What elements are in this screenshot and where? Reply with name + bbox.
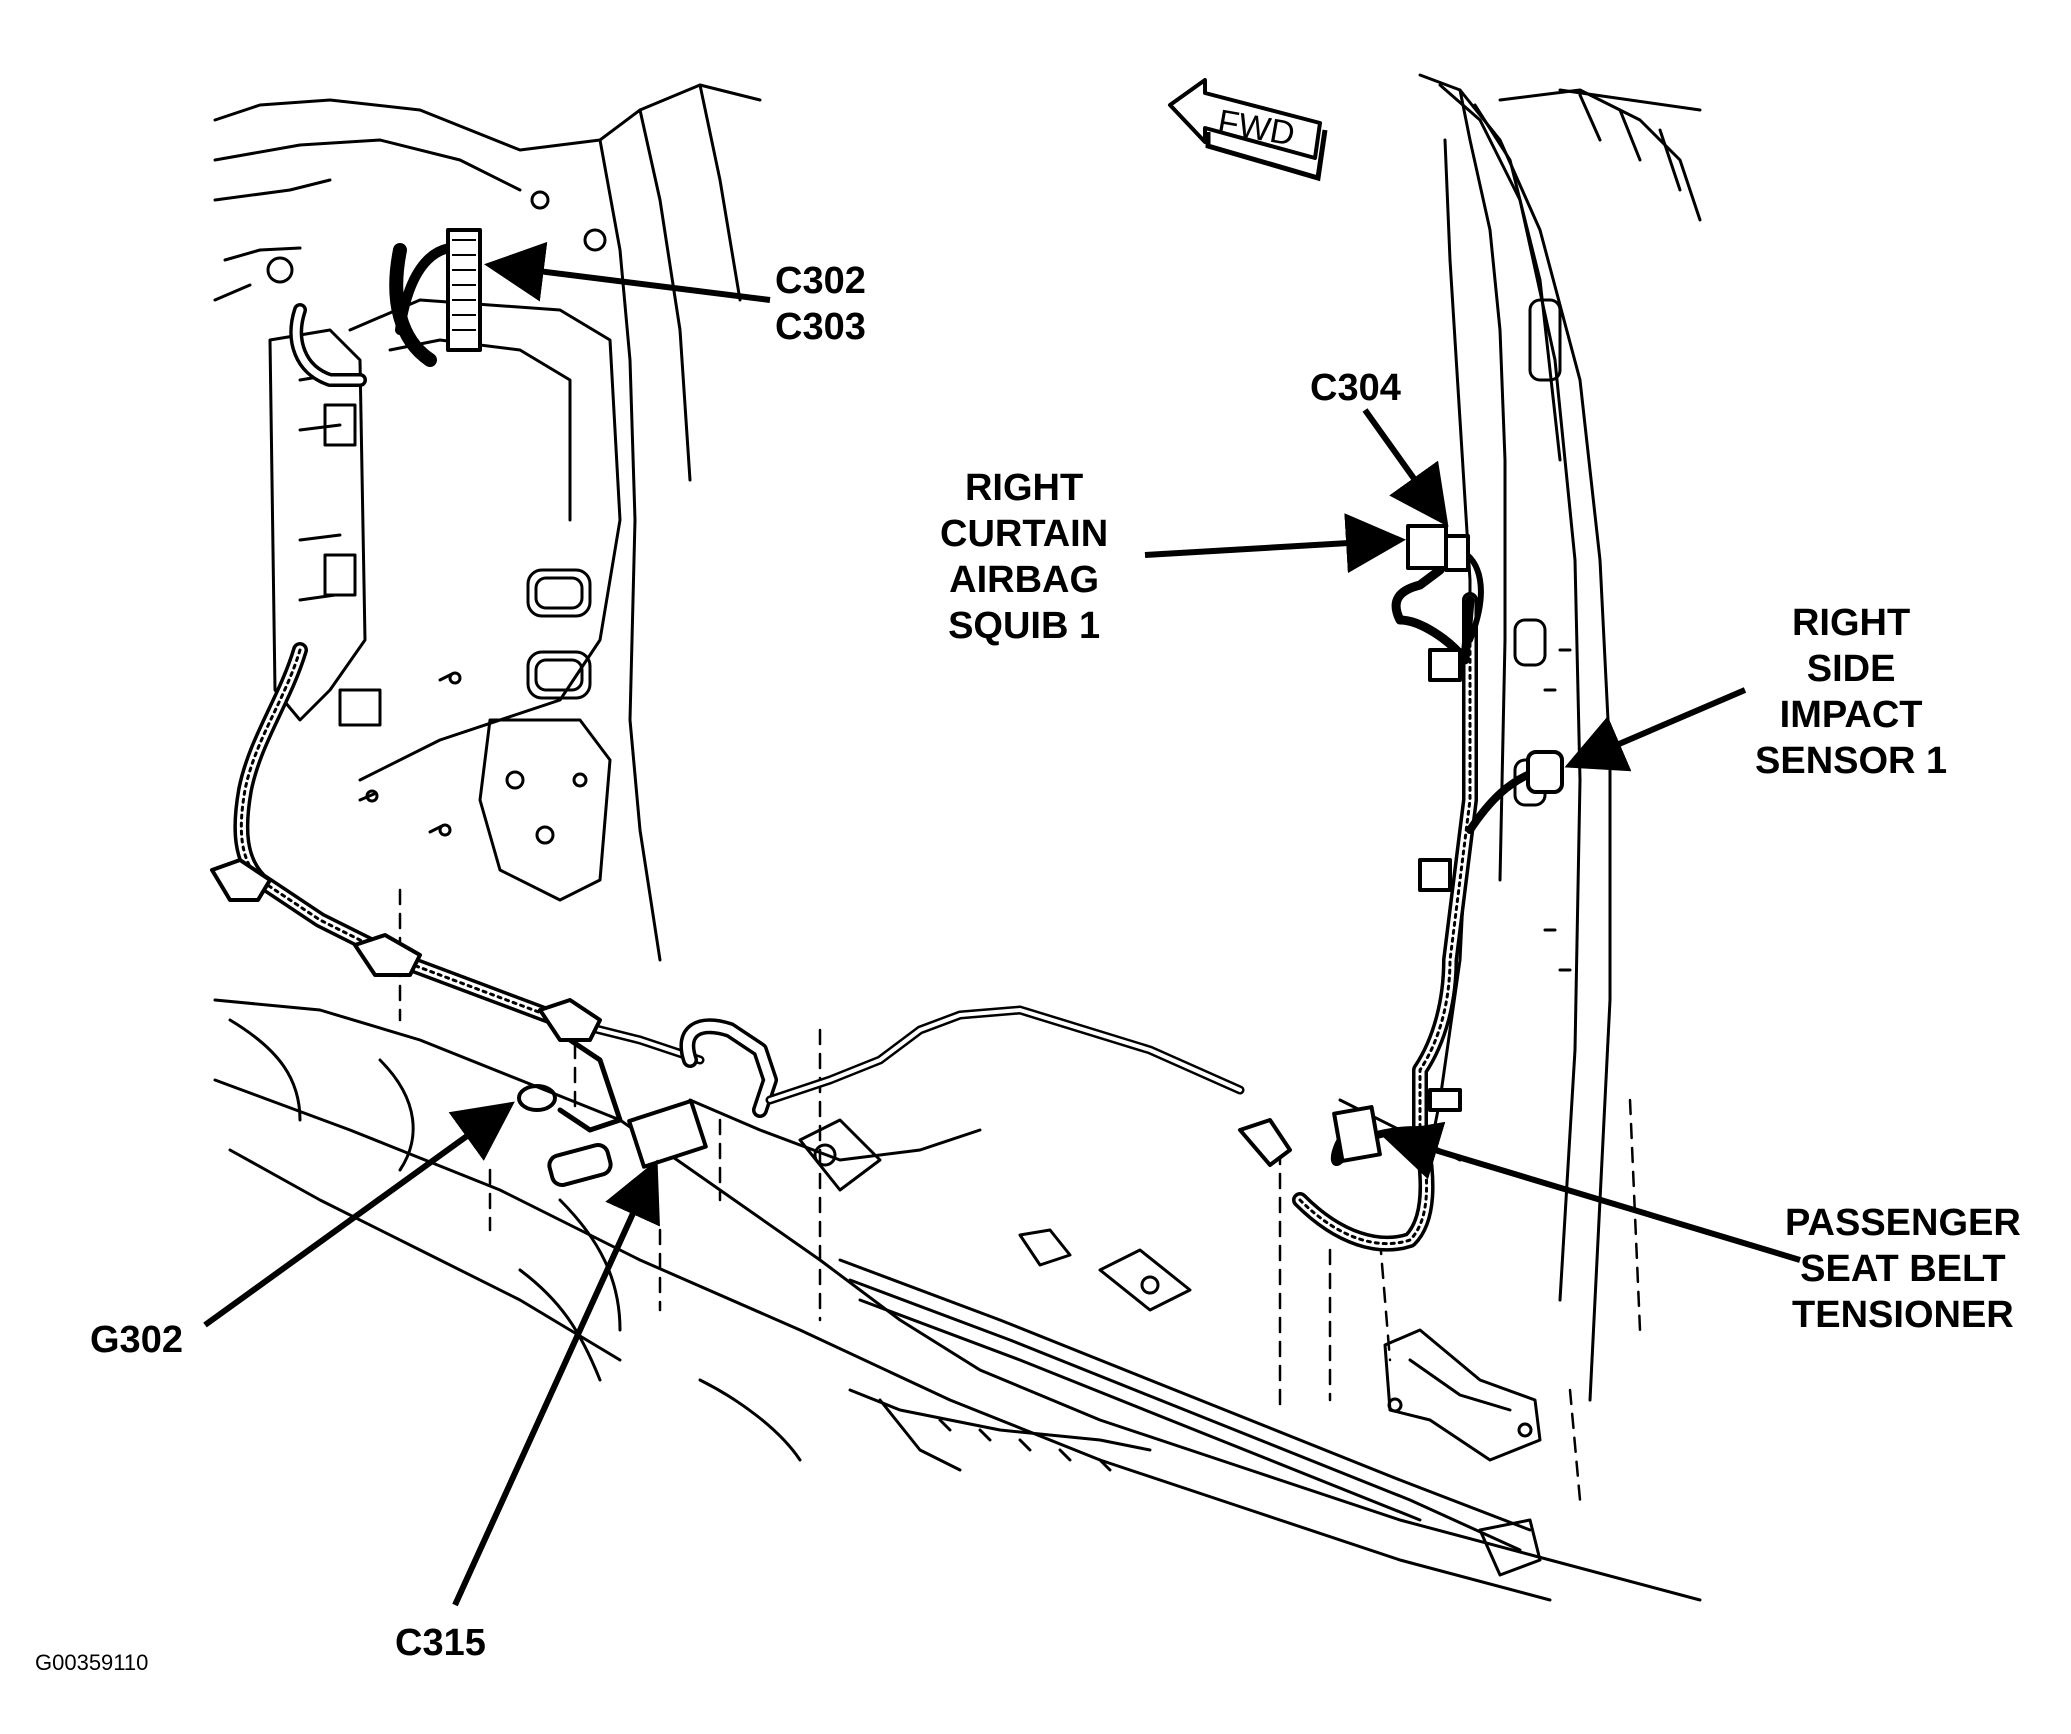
harness-clip [353, 933, 422, 977]
arrow-curtain-airbag [1144, 513, 1406, 574]
label-c304: C304 [1310, 367, 1401, 409]
arrow-g302 [203, 1101, 515, 1328]
harness-clip [210, 858, 272, 902]
harness-clip [1428, 1088, 1462, 1112]
arrow-c315 [452, 1159, 660, 1607]
harness-clip [538, 998, 602, 1042]
seat-belt-tensioner-connector [1332, 1105, 1382, 1163]
vehicle-body-structure [213, 73, 1702, 1602]
arrow-side-impact [1564, 687, 1747, 772]
fwd-label: FWD [1215, 103, 1298, 154]
fwd-direction-arrow: FWD [1168, 78, 1328, 182]
arrow-c304 [1362, 408, 1449, 527]
arrow-seat-belt [1379, 1121, 1801, 1263]
label-passenger-seat-belt-tensioner: PASSENGER SEAT BELT TENSIONER [1785, 1202, 2021, 1336]
label-c303: C303 [775, 306, 866, 348]
label-right-curtain-airbag-squib-1: RIGHT CURTAIN AIRBAG SQUIB 1 [940, 467, 1109, 647]
harness-clip [1428, 648, 1462, 682]
label-g302: G302 [90, 1319, 183, 1361]
label-right-side-impact-sensor-1: RIGHT SIDE IMPACT SENSOR 1 [1755, 602, 1948, 782]
label-c302: C302 [775, 260, 866, 302]
c304-connector [1406, 524, 1448, 570]
c315-connector [627, 1098, 708, 1169]
harness-clip [1238, 1118, 1292, 1167]
label-c315: C315 [395, 1622, 486, 1664]
harness-clip [1418, 858, 1452, 892]
callout-arrows [203, 241, 1801, 1607]
arrow-c302-c303 [484, 241, 771, 303]
connectors [210, 228, 1564, 1188]
side-impact-sensor [1526, 750, 1564, 794]
figure-id: G00359110 [35, 1650, 149, 1675]
label-c302-c303: C302 C303 [775, 258, 866, 350]
c302-c303-connector [446, 228, 482, 352]
